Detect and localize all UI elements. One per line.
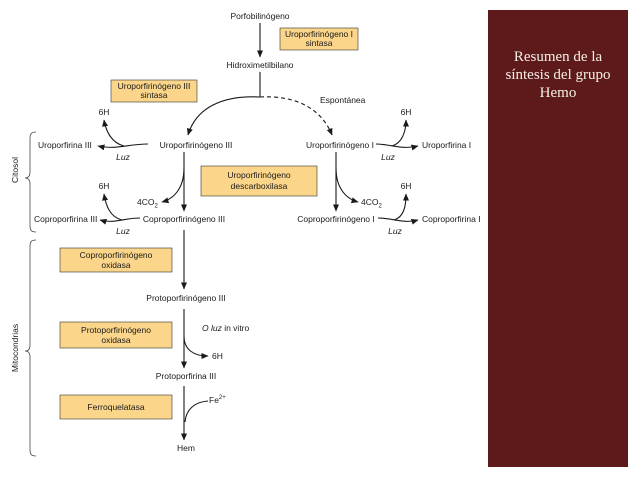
label-6h-left-mid: 6H (99, 181, 110, 191)
enzyme-coprox-line2: oxidasa (101, 260, 131, 270)
enzyme-protox-line1: Protoporfirinógeno (81, 325, 151, 335)
arrow-uro3-to-uroporfirina3 (97, 143, 149, 151)
label-6h-right-mid: 6H (401, 181, 412, 191)
arrow-fe-incorporation (184, 400, 209, 423)
arrow-uro1-release-co2 (335, 167, 359, 204)
bracket-citosol (24, 131, 37, 233)
label-6h-protox: 6H (212, 351, 223, 361)
compound-protoporfirinogeno: Protoporfirinógeno III (146, 293, 225, 303)
title-panel: Resumen de la síntesis del grupo Hemo (488, 10, 628, 467)
label-4co2-left: 4CO2 (137, 197, 158, 210)
compound-hem: Hem (177, 443, 195, 453)
label-in-vitro: in vitro (222, 323, 250, 333)
arrow-copro1-release-6h (393, 193, 409, 221)
label-4co2-right-main: 4CO (361, 197, 379, 207)
compound-uro3: Uroporfirinógeno III (160, 140, 233, 150)
compartment-mitocondrias: Mitocondrias (10, 324, 20, 372)
enzyme-ferroquelatasa: Ferroquelatasa (87, 402, 144, 412)
arrow-uro3-release-6h (102, 119, 125, 147)
enzyme-uro1-sintasa-line1: Uroporfirinógeno I (285, 29, 353, 39)
enzyme-box-coprox (59, 247, 173, 273)
label-espontanea: Espontánea (320, 95, 366, 105)
label-4co2-left-sub: 2 (154, 204, 158, 210)
heme-synthesis-diagram: Uroporfirinógeno I sintasa Uroporfirinóg… (10, 11, 481, 457)
label-luz-left-mid: Luz (116, 226, 130, 236)
label-4co2-left-main: 4CO (137, 197, 155, 207)
label-6h-right-top: 6H (401, 107, 412, 117)
compound-uroporfirina1: Uroporfirina I (422, 140, 471, 150)
compound-uroporfirina3: Uroporfirina III (38, 140, 92, 150)
label-o-luz-in-vitro: O luz in vitro (202, 323, 250, 333)
arrow-copro3-release-6h (102, 193, 123, 221)
page-title: Resumen de la síntesis del grupo Hemo (505, 49, 611, 101)
label-fe-charge: 2+ (219, 395, 226, 401)
compound-copro3-gen: Coproporfirinógeno III (143, 214, 225, 224)
enzyme-box-descarboxilasa (200, 165, 318, 197)
label-4co2-right-sub: 2 (378, 204, 382, 210)
arrow-uro3-release-co2 (161, 167, 185, 204)
compound-porfobilinogeno: Porfobilinógeno (230, 11, 289, 21)
label-4co2-right: 4CO2 (361, 197, 382, 210)
label-6h-left-top: 6H (99, 107, 110, 117)
compound-hidroximetilbilano: Hidroximetilbilano (226, 60, 293, 70)
label-luz-left-top: Luz (116, 152, 130, 162)
enzyme-coprox-line1: Coproporfirinógeno (80, 250, 153, 260)
compound-coproporfirina3: Coproporfirina III (34, 214, 97, 224)
arrow-hmb-to-uro3 (186, 96, 261, 136)
compound-uro1: Uroporfirinógeno I (306, 140, 374, 150)
enzyme-uro1-sintasa-line2: sintasa (306, 38, 333, 48)
enzyme-descarboxilasa-line1: Uroporfirinógeno (227, 170, 291, 180)
compartment-citosol: Citosol (10, 157, 20, 183)
enzyme-box-ferroquelatasa (59, 394, 173, 420)
compound-coproporfirina1: Coproporfirina I (422, 214, 481, 224)
arrow-copro1-to-coproporfirina1 (377, 217, 419, 225)
bracket-mitocondrias (24, 239, 37, 457)
enzyme-protox-line2: oxidasa (101, 335, 131, 345)
enzyme-box-uro1-sintasa (279, 27, 359, 51)
enzyme-uro3-sintasa-line1: Uroporfirinógeno III (118, 81, 191, 91)
enzyme-uro3-sintasa-line2: sintasa (141, 90, 168, 100)
label-luz-right-mid: Luz (388, 226, 402, 236)
enzyme-box-uro3-sintasa (110, 79, 198, 103)
arrow-hmb-to-uro1-spontaneous (259, 96, 333, 136)
label-fe: Fe (209, 395, 219, 405)
compound-copro1-gen: Coproporfirinógeno I (297, 214, 375, 224)
arrow-copro3-to-coproporfirina3 (99, 217, 141, 225)
label-luz-right-top: Luz (381, 152, 395, 162)
compound-protoporfirina: Protoporfirina III (156, 371, 216, 381)
arrow-uro1-to-uroporfirina1 (375, 143, 419, 151)
arrow-protogen-release-6h (183, 335, 209, 359)
enzyme-descarboxilasa-line2: descarboxilasa (231, 181, 288, 191)
arrow-uro1-release-6h (391, 119, 409, 147)
enzyme-box-protox (59, 321, 173, 349)
label-fe2: Fe2+ (209, 395, 226, 405)
label-o-luz: O luz (202, 323, 223, 333)
